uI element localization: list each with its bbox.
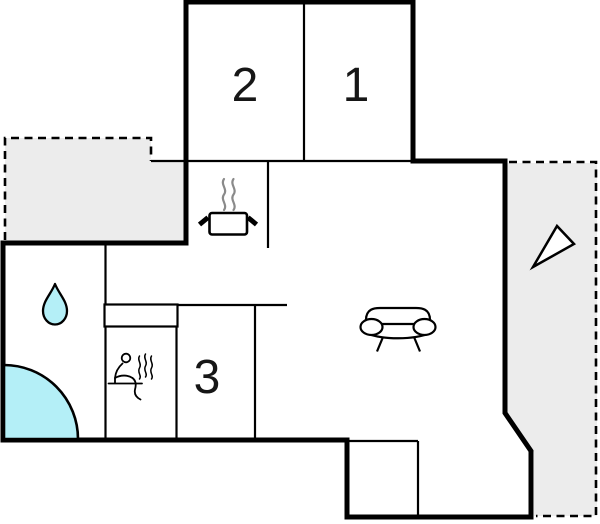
terrace-top-left-dashed-border [3, 136, 153, 240]
terrace-top-left [3, 136, 184, 241]
sofa-leg-left [375, 336, 385, 352]
water-drop-icon [41, 282, 69, 326]
sauna-person-icon [107, 352, 154, 401]
sofa-armrest-left [359, 317, 384, 337]
terrace-right-fill [507, 163, 597, 516]
inner-wall-entrance [347, 439, 420, 515]
pot-steam-2 [231, 177, 236, 212]
sofa-icon [359, 306, 437, 352]
pot-body [208, 211, 249, 236]
room-2-label: 2 [232, 59, 259, 112]
pot-handle-left [197, 215, 210, 227]
room-1-label: 1 [343, 59, 370, 112]
corner-bathtub-icon [2, 363, 80, 441]
sauna-person-arm [114, 374, 134, 379]
sauna-steam-1 [137, 355, 142, 380]
pot-steam-1 [221, 177, 227, 212]
terrace-top-left-fill [5, 138, 184, 241]
terrace-right-dashed-border [509, 160, 598, 518]
room-3-label: 3 [194, 351, 221, 404]
north-arrow-icon [529, 223, 577, 271]
sofa-leg-right [412, 336, 422, 352]
sauna-steam-2 [143, 353, 148, 378]
stove-pot-icon [197, 177, 259, 236]
sauna-person-leg [131, 377, 142, 401]
sauna-steam-3 [149, 355, 154, 380]
terrace-right [507, 160, 598, 518]
closet-box [103, 303, 179, 328]
sauna-person-head [120, 352, 132, 364]
sofa-armrest-right [412, 317, 437, 337]
pot-handle-right [246, 215, 259, 227]
